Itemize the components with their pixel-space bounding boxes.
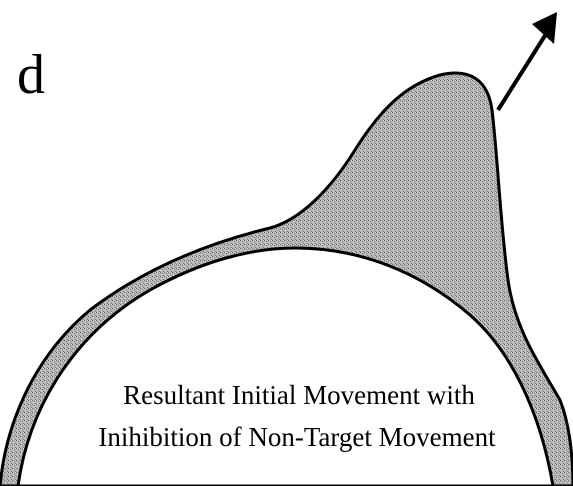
caption-line-1: Resultant Initial Movement with (123, 380, 475, 410)
panel-letter: d (17, 44, 45, 106)
caption-line-2: Inihibition of Non-Target Movement (98, 422, 496, 452)
arrow-up-right-icon (498, 12, 557, 110)
